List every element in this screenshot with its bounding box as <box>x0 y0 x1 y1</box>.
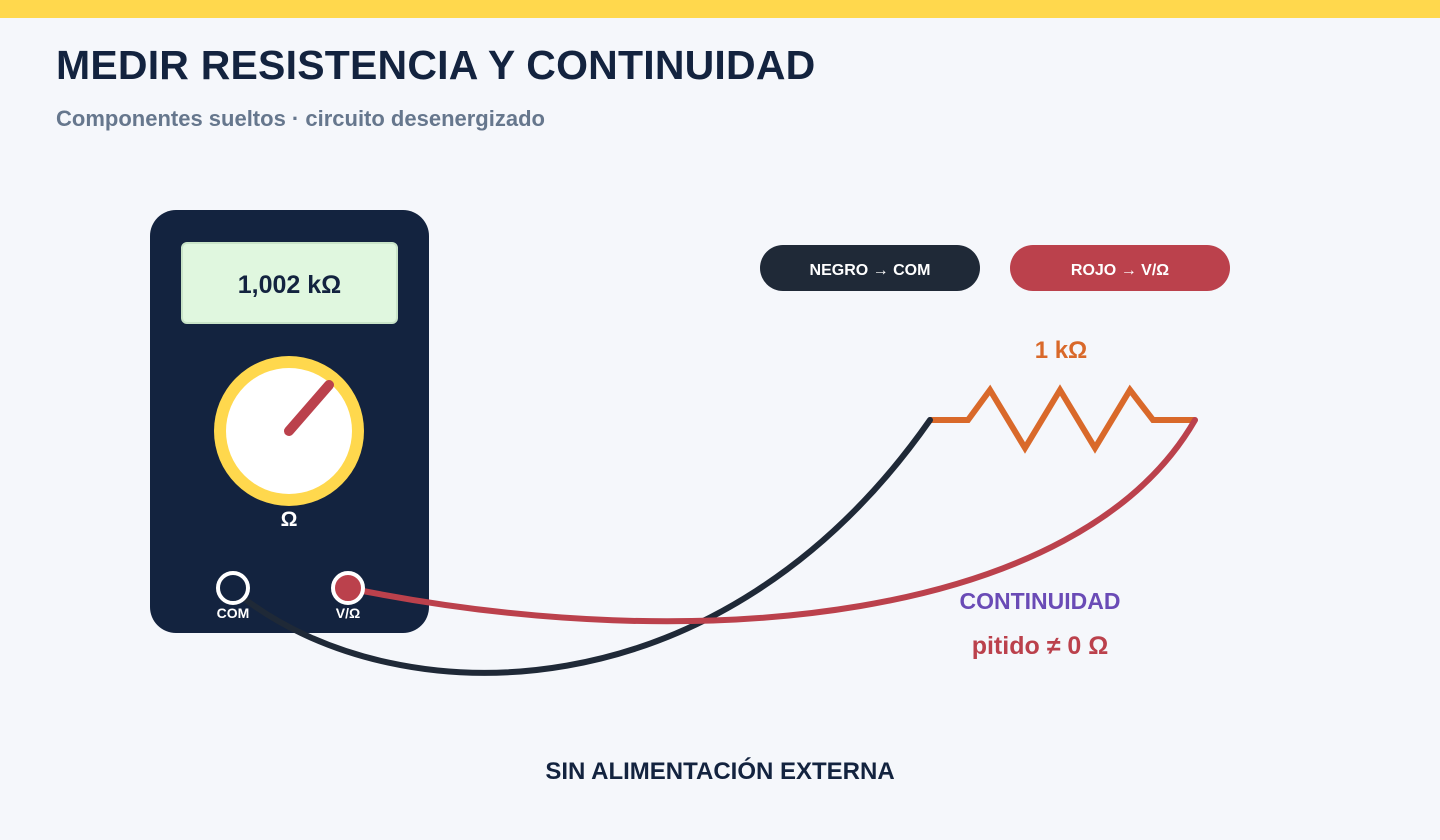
multimeter-display <box>181 242 398 324</box>
red-test-lead[interactable] <box>345 417 1198 625</box>
page-subtitle: Componentes sueltos · circuito desenergi… <box>56 106 545 131</box>
resistor-value-label: 1 kΩ <box>1035 337 1088 364</box>
jack-vohm-label: V/Ω <box>336 605 360 621</box>
rotary-dial[interactable] <box>214 356 364 506</box>
badge-black-lead: NEGRO → COM <box>760 245 980 291</box>
continuity-heading: CONTINUIDAD <box>960 588 1121 614</box>
resistor-symbol <box>930 384 1195 454</box>
top-accent-bar <box>0 0 1440 18</box>
dial-pointer <box>284 380 334 436</box>
page-title: MEDIR RESISTENCIA Y CONTINUIDAD <box>56 42 816 88</box>
black-test-lead[interactable] <box>243 417 933 676</box>
badge-black-lead-label: NEGRO → COM <box>810 262 931 279</box>
jack-vohm[interactable] <box>331 571 365 605</box>
display-reading: 1,002 kΩ <box>238 271 341 299</box>
dial-mode-label: Ω <box>281 508 298 531</box>
badge-red-lead: ROJO → V/Ω <box>1010 245 1230 291</box>
jack-com[interactable] <box>216 571 250 605</box>
multimeter: 1,002 kΩ Ω COM V/Ω <box>150 210 429 633</box>
footer-note: SIN ALIMENTACIÓN EXTERNA <box>545 757 894 785</box>
continuity-note: pitido ≠ 0 Ω <box>972 632 1109 660</box>
badge-red-lead-label: ROJO → V/Ω <box>1071 262 1169 279</box>
jack-com-label: COM <box>217 605 250 621</box>
